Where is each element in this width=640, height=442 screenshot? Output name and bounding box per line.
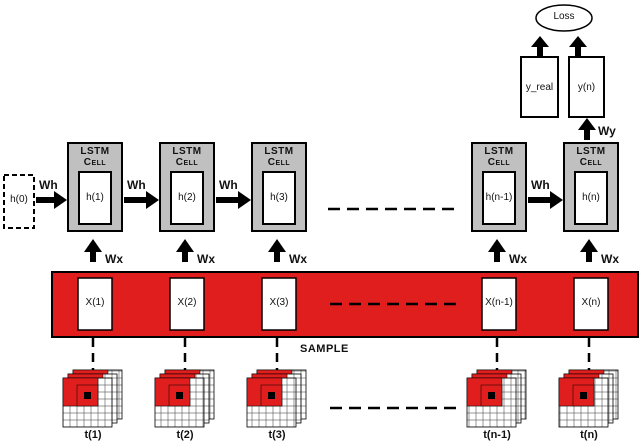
input-box xyxy=(481,277,517,331)
arrow-yreal-to-loss xyxy=(531,36,549,56)
patch-center xyxy=(488,392,495,399)
wx-arrow-head xyxy=(268,239,286,252)
wy-arrow xyxy=(578,118,596,140)
wh-arrow xyxy=(36,197,56,203)
input-box xyxy=(261,277,297,331)
arrow-yn-to-loss xyxy=(569,36,587,56)
wh-arrow xyxy=(124,197,148,203)
patch-center xyxy=(580,392,587,399)
wh-arrow xyxy=(528,197,552,203)
patch-center xyxy=(268,392,275,399)
h0-box xyxy=(3,174,35,229)
wx-arrow xyxy=(494,250,500,262)
input-box xyxy=(77,277,113,331)
wx-arrow xyxy=(586,250,592,262)
wx-arrow-head xyxy=(580,239,598,252)
input-box xyxy=(169,277,205,331)
sample-band xyxy=(51,271,639,338)
hidden-state-box xyxy=(574,171,608,225)
wx-arrow xyxy=(182,250,188,262)
y-n-box xyxy=(568,56,605,118)
loss-node xyxy=(535,4,593,32)
input-box xyxy=(573,277,609,331)
hidden-state-box xyxy=(482,171,516,225)
patch-center xyxy=(84,392,91,399)
hidden-state-box xyxy=(262,171,296,225)
wx-arrow xyxy=(90,250,96,262)
patch-center xyxy=(176,392,183,399)
wh-arrow-head xyxy=(238,191,251,209)
wh-arrow xyxy=(216,197,240,203)
wx-arrow-head xyxy=(84,239,102,252)
hidden-state-box xyxy=(78,171,112,225)
wx-arrow-head xyxy=(488,239,506,252)
wh-arrow-head xyxy=(550,191,563,209)
wx-arrow xyxy=(274,250,280,262)
wh-arrow-head xyxy=(146,191,159,209)
y-real-box xyxy=(520,56,559,118)
hidden-state-box xyxy=(170,171,204,225)
wx-arrow-head xyxy=(176,239,194,252)
wh-arrow-head xyxy=(54,191,67,209)
